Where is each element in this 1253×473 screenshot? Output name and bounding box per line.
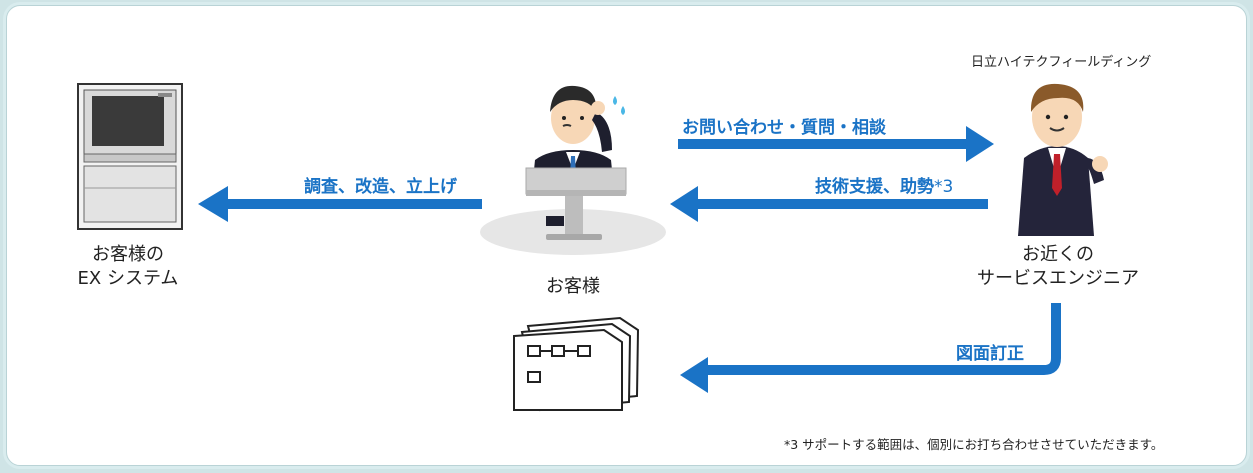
engineer-person-icon (1018, 83, 1108, 236)
customer-person-icon (480, 85, 666, 255)
company-name: 日立ハイテクフィールディング (971, 55, 1152, 70)
drawing-correction-arrow (680, 303, 1061, 393)
drawing-correction-label: 図面訂正 (956, 344, 1024, 364)
support-label: 技術支援、助勢*3 (815, 172, 953, 197)
engineer-label-line2: サービスエンジニア (977, 268, 1139, 289)
inquiry-arrow (678, 126, 994, 162)
investigation-arrow (198, 186, 482, 222)
customer-label: お客様 (546, 276, 600, 297)
footnote: *3 サポートする範囲は、個別にお打ち合わせさせていただきます。 (784, 437, 1164, 452)
engineer-label-line1: お近くの (1022, 244, 1094, 265)
ex-system-label-line1: お客様の (92, 244, 164, 265)
ex-system-machine-icon (77, 83, 183, 230)
support-note-ref: *3 (934, 177, 954, 197)
ex-system-label: お客様の EX システム (58, 243, 198, 291)
ex-system-label-line2: EX システム (77, 268, 179, 289)
support-arrow (670, 186, 988, 222)
investigation-label: 調査、改造、立上げ (304, 177, 457, 197)
support-label-text: 技術支援、助勢 (815, 177, 934, 197)
inquiry-label: お問い合わせ・質問・相談 (682, 118, 886, 138)
drawings-icon (513, 316, 640, 412)
engineer-label: お近くの サービスエンジニア (960, 243, 1156, 291)
